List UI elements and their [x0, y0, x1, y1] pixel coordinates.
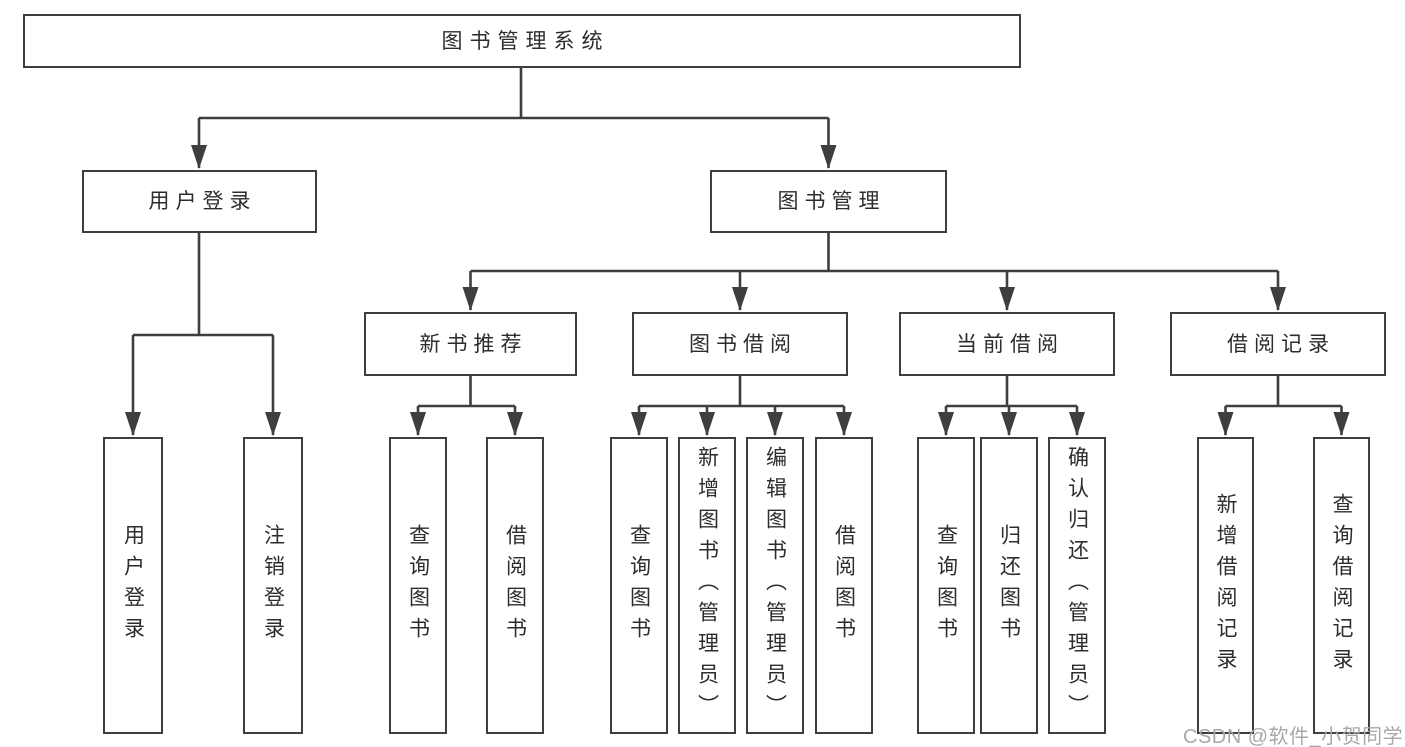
leaf-cb-confirm-return-admin-label: 确认归还（管理员） [1065, 446, 1089, 725]
node-user-login-label: 用户登录 [148, 190, 257, 213]
node-borrow-record: 借阅记录 [1170, 312, 1386, 376]
leaf-nbr-query-books-label: 查询图书 [406, 523, 430, 648]
node-book-borrow: 图书借阅 [632, 312, 848, 376]
node-book-management-branch: 图书管理 [710, 170, 947, 233]
leaf-br-add-record-label: 新增借阅记录 [1214, 492, 1237, 679]
leaf-logout-label: 注销登录 [261, 523, 285, 648]
csdn-watermark: CSDN @软件_小贺同学 [1183, 726, 1404, 747]
node-current-borrow: 当前借阅 [899, 312, 1115, 376]
leaf-cb-return-books: 归还图书 [980, 437, 1038, 734]
leaf-logout: 注销登录 [243, 437, 303, 734]
leaf-bb-edit-books-admin-label: 编辑图书（管理员） [763, 446, 787, 725]
leaf-bb-borrow-books-label: 借阅图书 [832, 523, 856, 648]
node-borrow-record-label: 借阅记录 [1227, 332, 1335, 356]
leaf-bb-add-books-admin: 新增图书（管理员） [678, 437, 736, 734]
node-new-book-recommend-label: 新书推荐 [419, 332, 528, 356]
node-current-borrow-label: 当前借阅 [956, 332, 1064, 356]
leaf-br-add-record: 新增借阅记录 [1197, 437, 1254, 734]
node-root-label: 图书管理系统 [441, 29, 610, 53]
node-user-login-branch: 用户登录 [82, 170, 317, 233]
node-root-system: 图书管理系统 [23, 14, 1021, 68]
leaf-br-query-record: 查询借阅记录 [1313, 437, 1370, 734]
leaf-user-login: 用户登录 [103, 437, 163, 734]
leaf-cb-query-books-label: 查询图书 [934, 523, 958, 648]
leaf-bb-borrow-books: 借阅图书 [815, 437, 873, 734]
node-book-borrow-label: 图书借阅 [689, 332, 797, 356]
leaf-user-login-label: 用户登录 [121, 523, 145, 648]
leaf-cb-query-books: 查询图书 [917, 437, 975, 734]
leaf-nbr-borrow-books-label: 借阅图书 [503, 523, 527, 648]
leaf-nbr-query-books: 查询图书 [389, 437, 447, 734]
leaf-nbr-borrow-books: 借阅图书 [486, 437, 544, 734]
leaf-bb-query-books: 查询图书 [610, 437, 668, 734]
node-new-book-recommend: 新书推荐 [364, 312, 577, 376]
leaf-bb-edit-books-admin: 编辑图书（管理员） [746, 437, 804, 734]
leaf-cb-return-books-label: 归还图书 [997, 523, 1021, 648]
leaf-br-query-record-label: 查询借阅记录 [1330, 492, 1353, 679]
leaf-bb-add-books-admin-label: 新增图书（管理员） [695, 446, 719, 725]
leaf-bb-query-books-label: 查询图书 [627, 523, 651, 648]
leaf-cb-confirm-return-admin: 确认归还（管理员） [1048, 437, 1106, 734]
node-book-management-label: 图书管理 [777, 190, 886, 213]
